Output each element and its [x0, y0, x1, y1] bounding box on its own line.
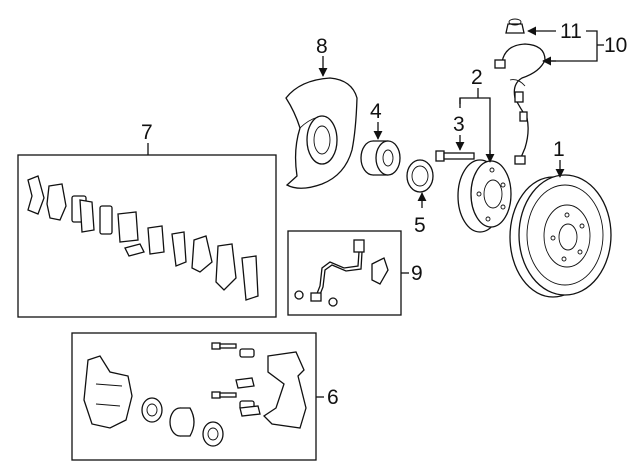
callout-3: 3: [453, 113, 465, 136]
seal-ring-part: [406, 159, 434, 193]
hub-bolt-part: [435, 150, 475, 162]
splash-shield-part: [285, 77, 358, 189]
callout-11: 11: [560, 20, 582, 43]
pad-set-box: [17, 154, 277, 318]
brake-rotor-part: [509, 174, 612, 298]
callout-2: 2: [471, 66, 483, 89]
callout-4: 4: [370, 100, 382, 123]
callout-10: 10: [604, 34, 627, 57]
callout-5: 5: [414, 214, 426, 237]
wheel-bearing-part: [360, 140, 401, 176]
callout-6: 6: [327, 386, 339, 409]
brake-hose-part: [294, 239, 389, 307]
wheel-hub-part: [457, 159, 512, 233]
callout-7: 7: [141, 121, 153, 144]
callout-1: 1: [553, 138, 565, 161]
abs-sensor-part: [494, 18, 546, 165]
callout-8: 8: [316, 35, 328, 58]
caliper-part: [83, 342, 307, 447]
brake-pads-part: [27, 175, 259, 301]
callout-9: 9: [411, 262, 423, 285]
